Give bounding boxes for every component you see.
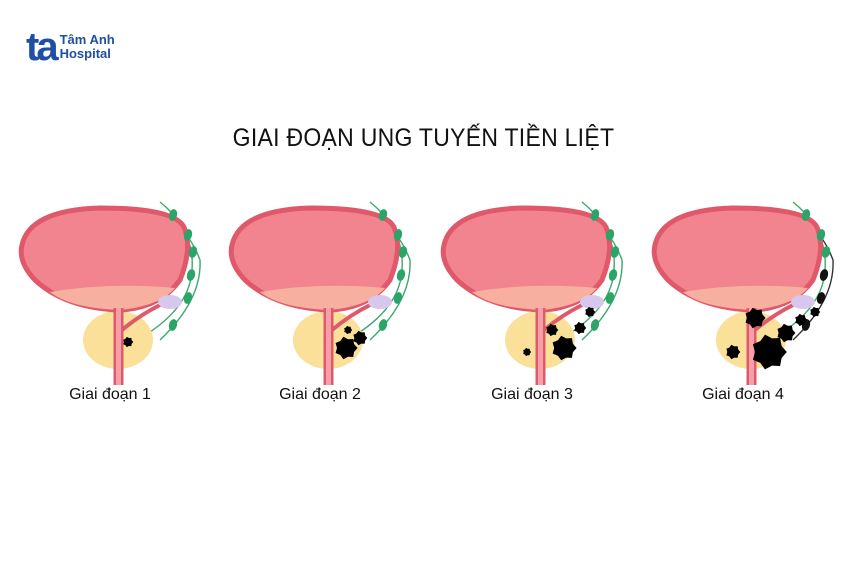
stage-4-illustration: Giai đoạn 4	[643, 190, 843, 410]
logo-text: Tâm Anh Hospital	[60, 33, 115, 61]
stages-diagram: Giai đoạn 1 Giai đoạn 2 Giai đoạn 3 Giai…	[0, 190, 847, 403]
stage-4-label: Giai đoạn 4	[702, 386, 784, 403]
stage-1-illustration: Giai đoạn 1	[10, 190, 210, 410]
stage-2-illustration: Giai đoạn 2	[220, 190, 420, 410]
logo-line-1: Tâm Anh	[59, 32, 115, 47]
stage-1-label: Giai đoạn 1	[69, 386, 151, 403]
page-title: GIAI ĐOẠN UNG TUYẾN TIỀN LIỆT	[232, 124, 615, 152]
logo-line-2: Hospital	[59, 46, 111, 61]
stage-2-label: Giai đoạn 2	[279, 386, 361, 403]
logo-mark: ta	[26, 25, 59, 69]
hospital-logo: ta Tâm Anh Hospital	[26, 25, 115, 69]
stage-3-label: Giai đoạn 3	[491, 386, 573, 403]
stage-3-illustration: Giai đoạn 3	[432, 190, 632, 410]
